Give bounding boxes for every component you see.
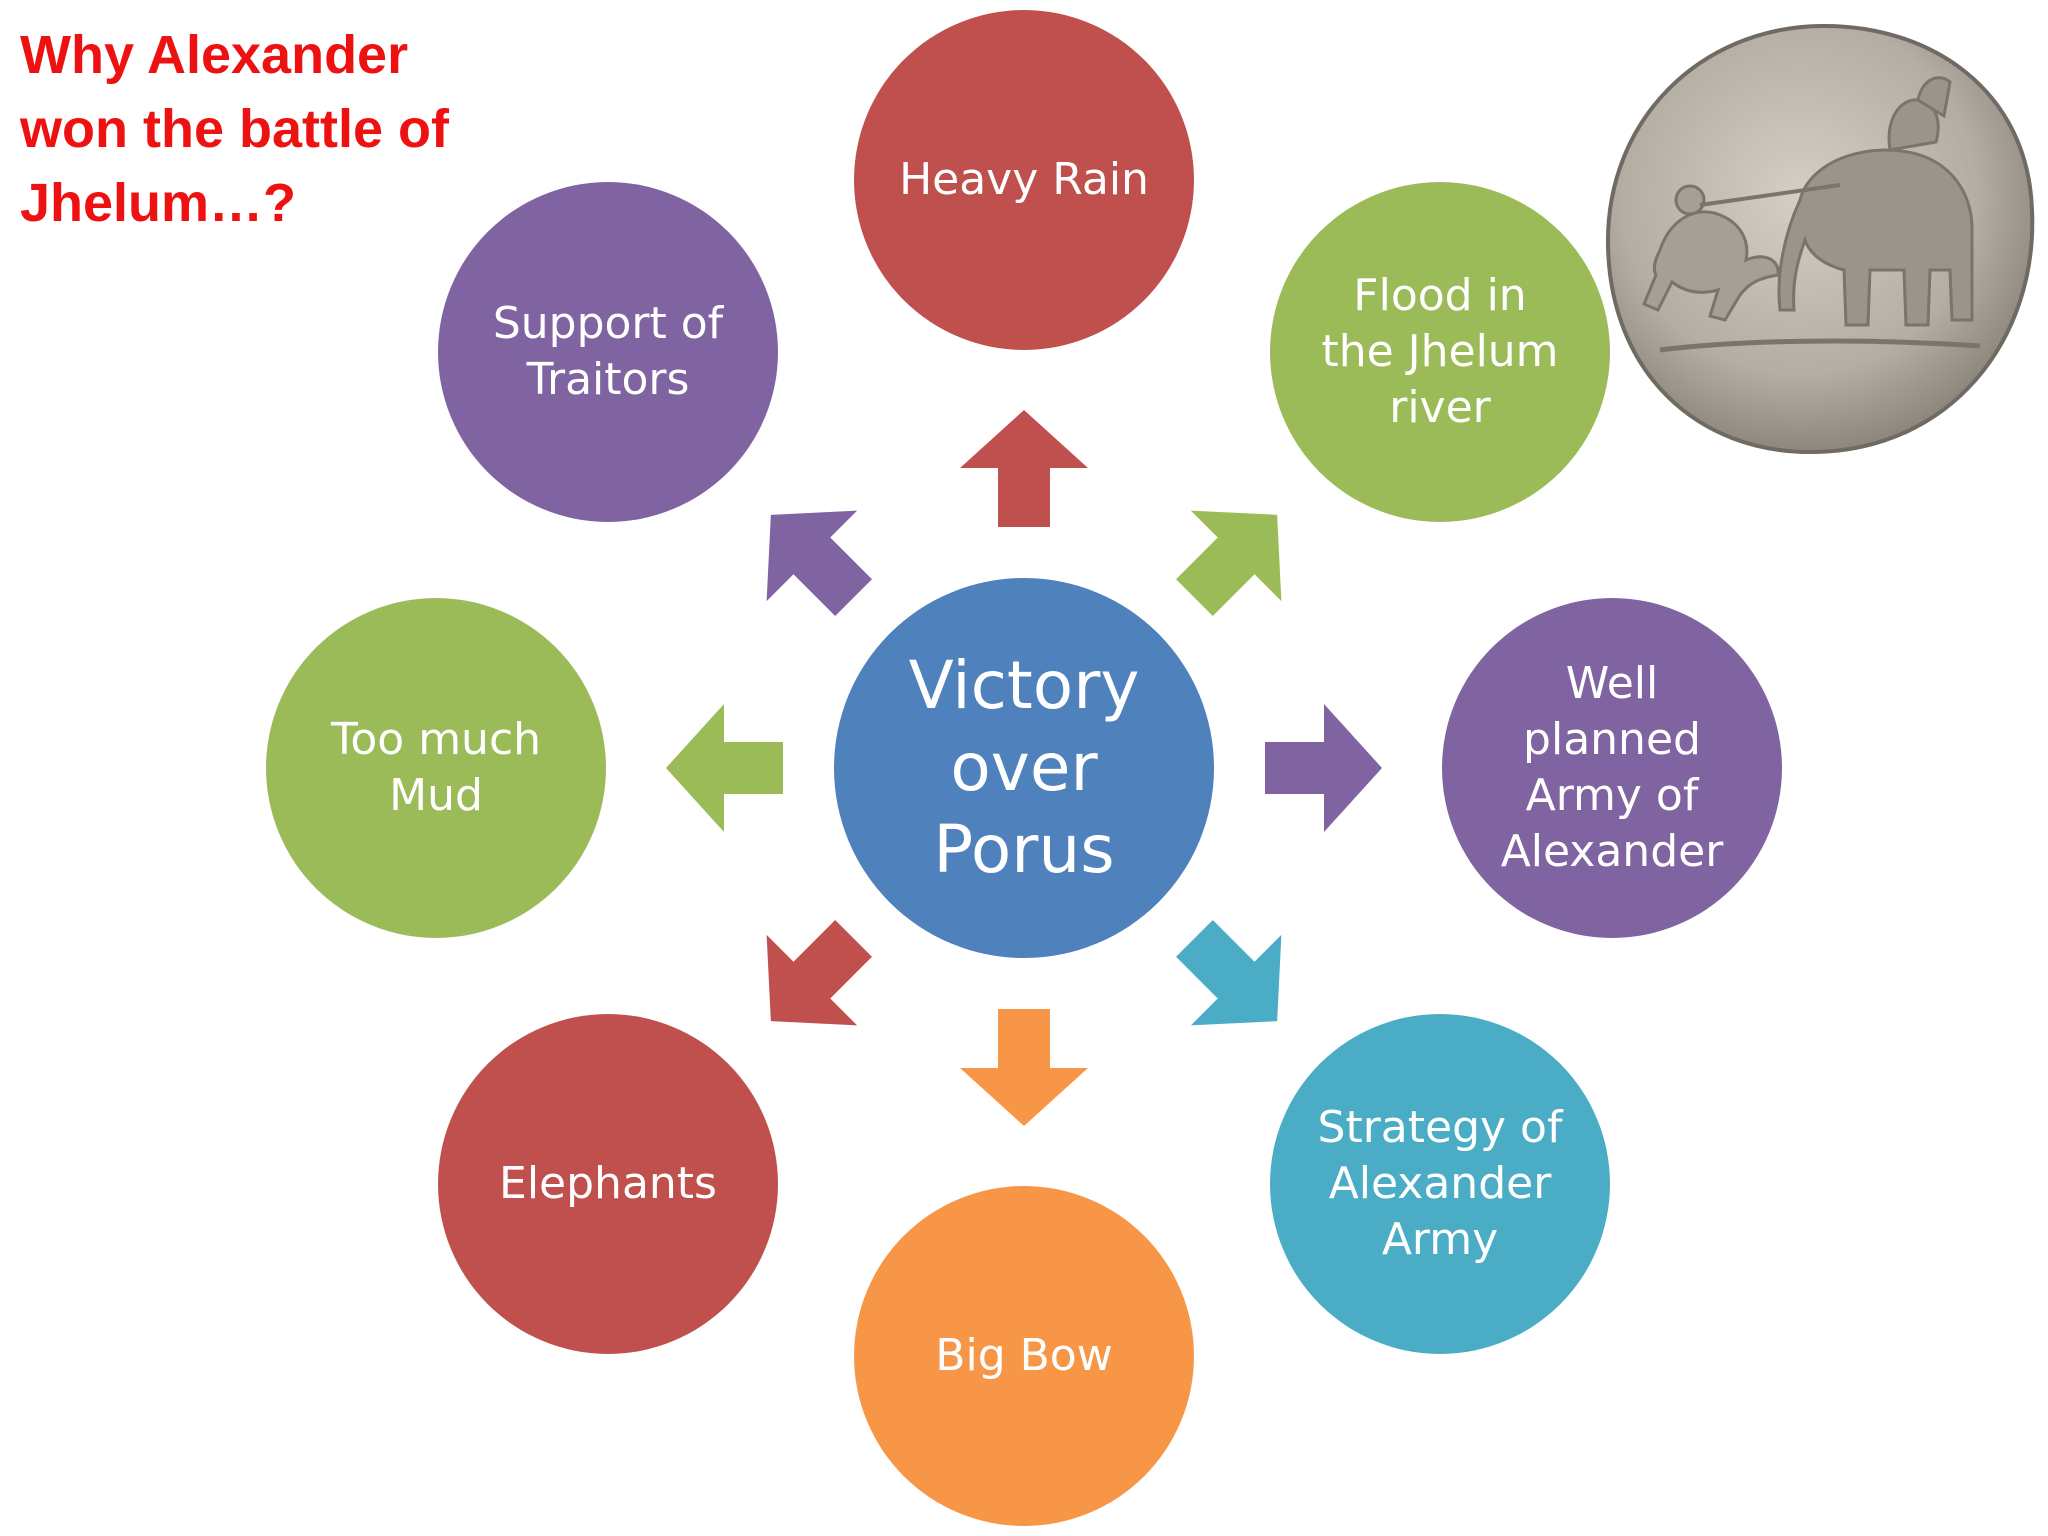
node-flood-in-the-jhelum-river: Flood in the Jhelum river [1270,182,1610,522]
elephant-shape [1777,76,1974,327]
slide-title: Why Alexander won the battle of Jhelum…? [20,18,540,240]
title-line-2: won the battle of [20,99,449,159]
node-heavy-rain: Heavy Rain [854,10,1194,350]
arrow-down-left-icon [766,920,872,1026]
title-line-1: Why Alexander [20,25,409,85]
center-node-label: Victory over Porus [908,647,1140,888]
ground-line [1659,338,1981,353]
arrow-left-icon [666,704,783,832]
arrow-up-right-icon [1176,510,1282,616]
horse-rider-shape [1642,183,1841,322]
node-too-much-mud: Too much Mud [266,598,606,938]
node-support-of-traitors: Support of Traitors [438,182,778,522]
arrow-down-right-icon [1176,920,1282,1026]
node-elephants: Elephants [438,1014,778,1354]
arrow-up-icon [960,410,1088,527]
node-big-bow: Big Bow [854,1186,1194,1526]
node-strategy-of-alexander-army: Strategy of Alexander Army [1270,1014,1610,1354]
arrow-up-left-icon [766,510,872,616]
node-well-planned-army: Well planned Army of Alexander [1442,598,1782,938]
coin-elephant-rider-image [1605,23,2035,455]
arrow-right-icon [1265,704,1382,832]
center-node: Victory over Porus [834,578,1214,958]
arrow-down-icon [960,1009,1088,1126]
title-line-3: Jhelum…? [20,173,297,233]
